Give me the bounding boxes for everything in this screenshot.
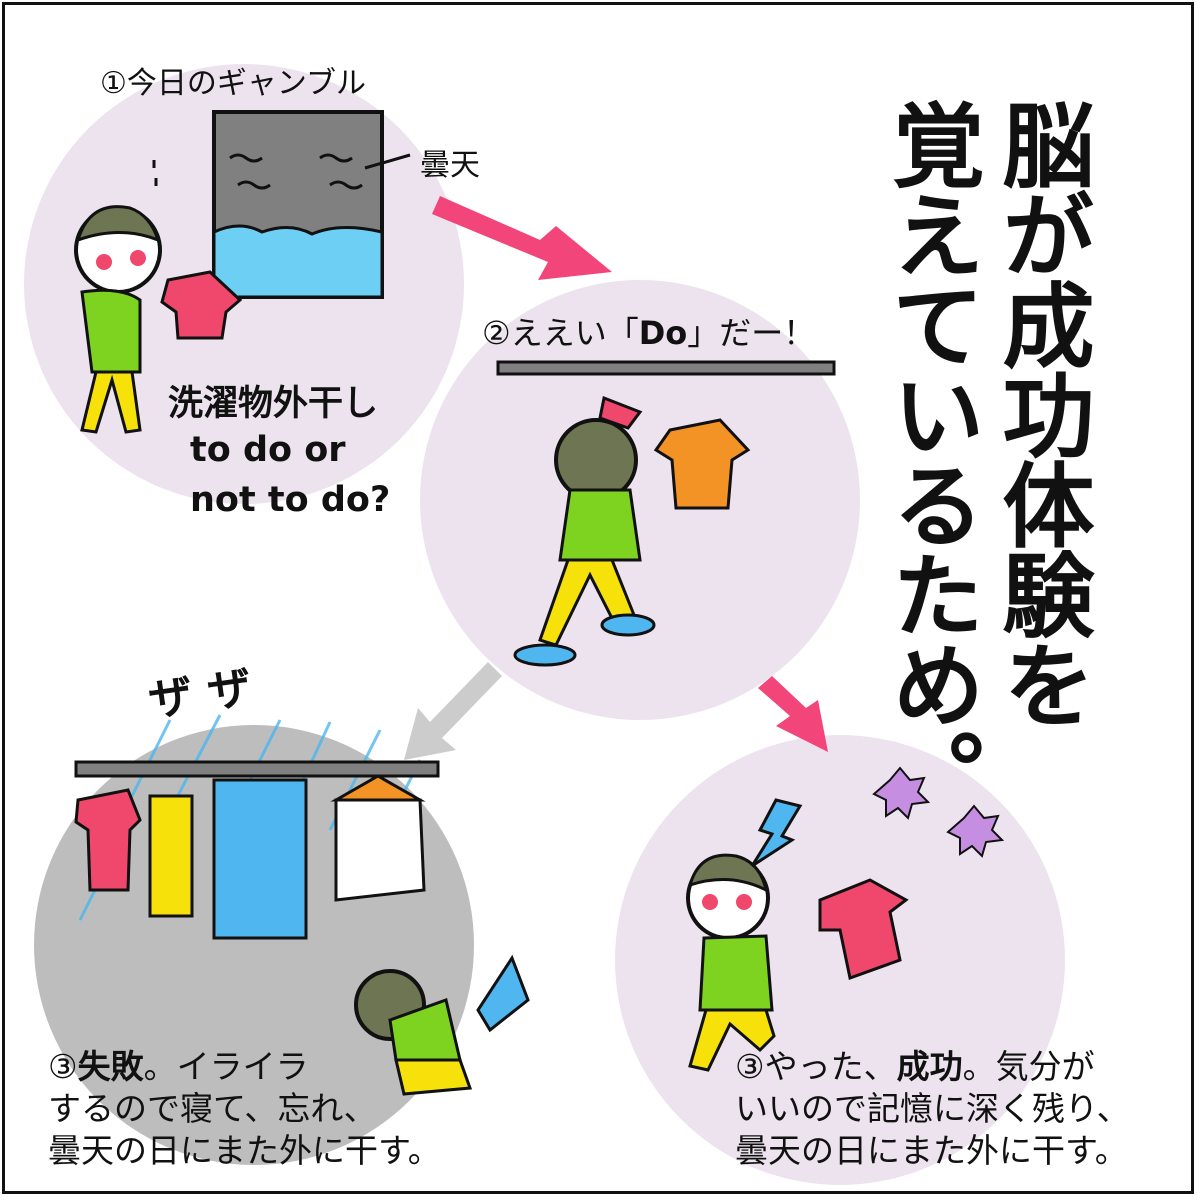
success-text-line1: ③やった、成功。気分が bbox=[735, 1040, 1095, 1088]
fail-text-line2: するので寝て、忘れ、 bbox=[48, 1089, 377, 1128]
panel1-question-line3: not to do? bbox=[190, 480, 391, 520]
fail-line1-rest: 。イライラ bbox=[143, 1047, 309, 1086]
success-text-line3: 曇天の日にまた外に干す。 bbox=[735, 1131, 1128, 1170]
girl-panel2 bbox=[496, 360, 836, 667]
fail-prefix: ③ bbox=[48, 1047, 78, 1086]
fail-text-line1: ③失敗。イライラ bbox=[48, 1040, 309, 1088]
headline-column-left: 覚えているため。 bbox=[877, 98, 984, 818]
panel2-label-suffix: 」だー！ bbox=[687, 314, 816, 352]
success-bold-word: 成功 bbox=[896, 1047, 963, 1086]
arrow-2-to-success bbox=[758, 676, 828, 752]
panel2-label-do: Do bbox=[638, 314, 688, 352]
panel1-question-line2: to do or bbox=[190, 430, 346, 470]
panel1-step-label: ①今日のギャンブル bbox=[100, 66, 366, 101]
panel2-circle bbox=[420, 280, 860, 720]
panel2-step-label: ②ええい「Do」だー！ bbox=[482, 308, 815, 354]
headline-column-right: 脳が成功体験を bbox=[987, 98, 1094, 728]
fail-text-line3: 曇天の日にまた外に干す。 bbox=[48, 1131, 441, 1170]
fail-bold-word: 失敗 bbox=[77, 1047, 144, 1086]
success-text-line2: いいので記憶に深く残り、 bbox=[735, 1089, 1130, 1128]
girl-panel4 bbox=[686, 766, 1005, 1072]
rain-laundry-illustration bbox=[74, 714, 530, 1096]
success-prefix: ③やった、 bbox=[735, 1047, 897, 1086]
panel2-label-prefix: ②ええい「 bbox=[482, 314, 639, 352]
success-line1-rest: 。気分が bbox=[962, 1047, 1095, 1086]
cloudy-window-illustration bbox=[212, 110, 411, 299]
panel1-question-line1: 洗濯物外干し bbox=[168, 384, 379, 424]
arrow-1-to-2 bbox=[432, 196, 612, 280]
arrow-2-to-fail bbox=[404, 662, 502, 760]
cloudy-weather-label: 曇天 bbox=[420, 148, 480, 183]
panel4-circle bbox=[615, 735, 1065, 1185]
girl-panel1 bbox=[74, 160, 243, 434]
